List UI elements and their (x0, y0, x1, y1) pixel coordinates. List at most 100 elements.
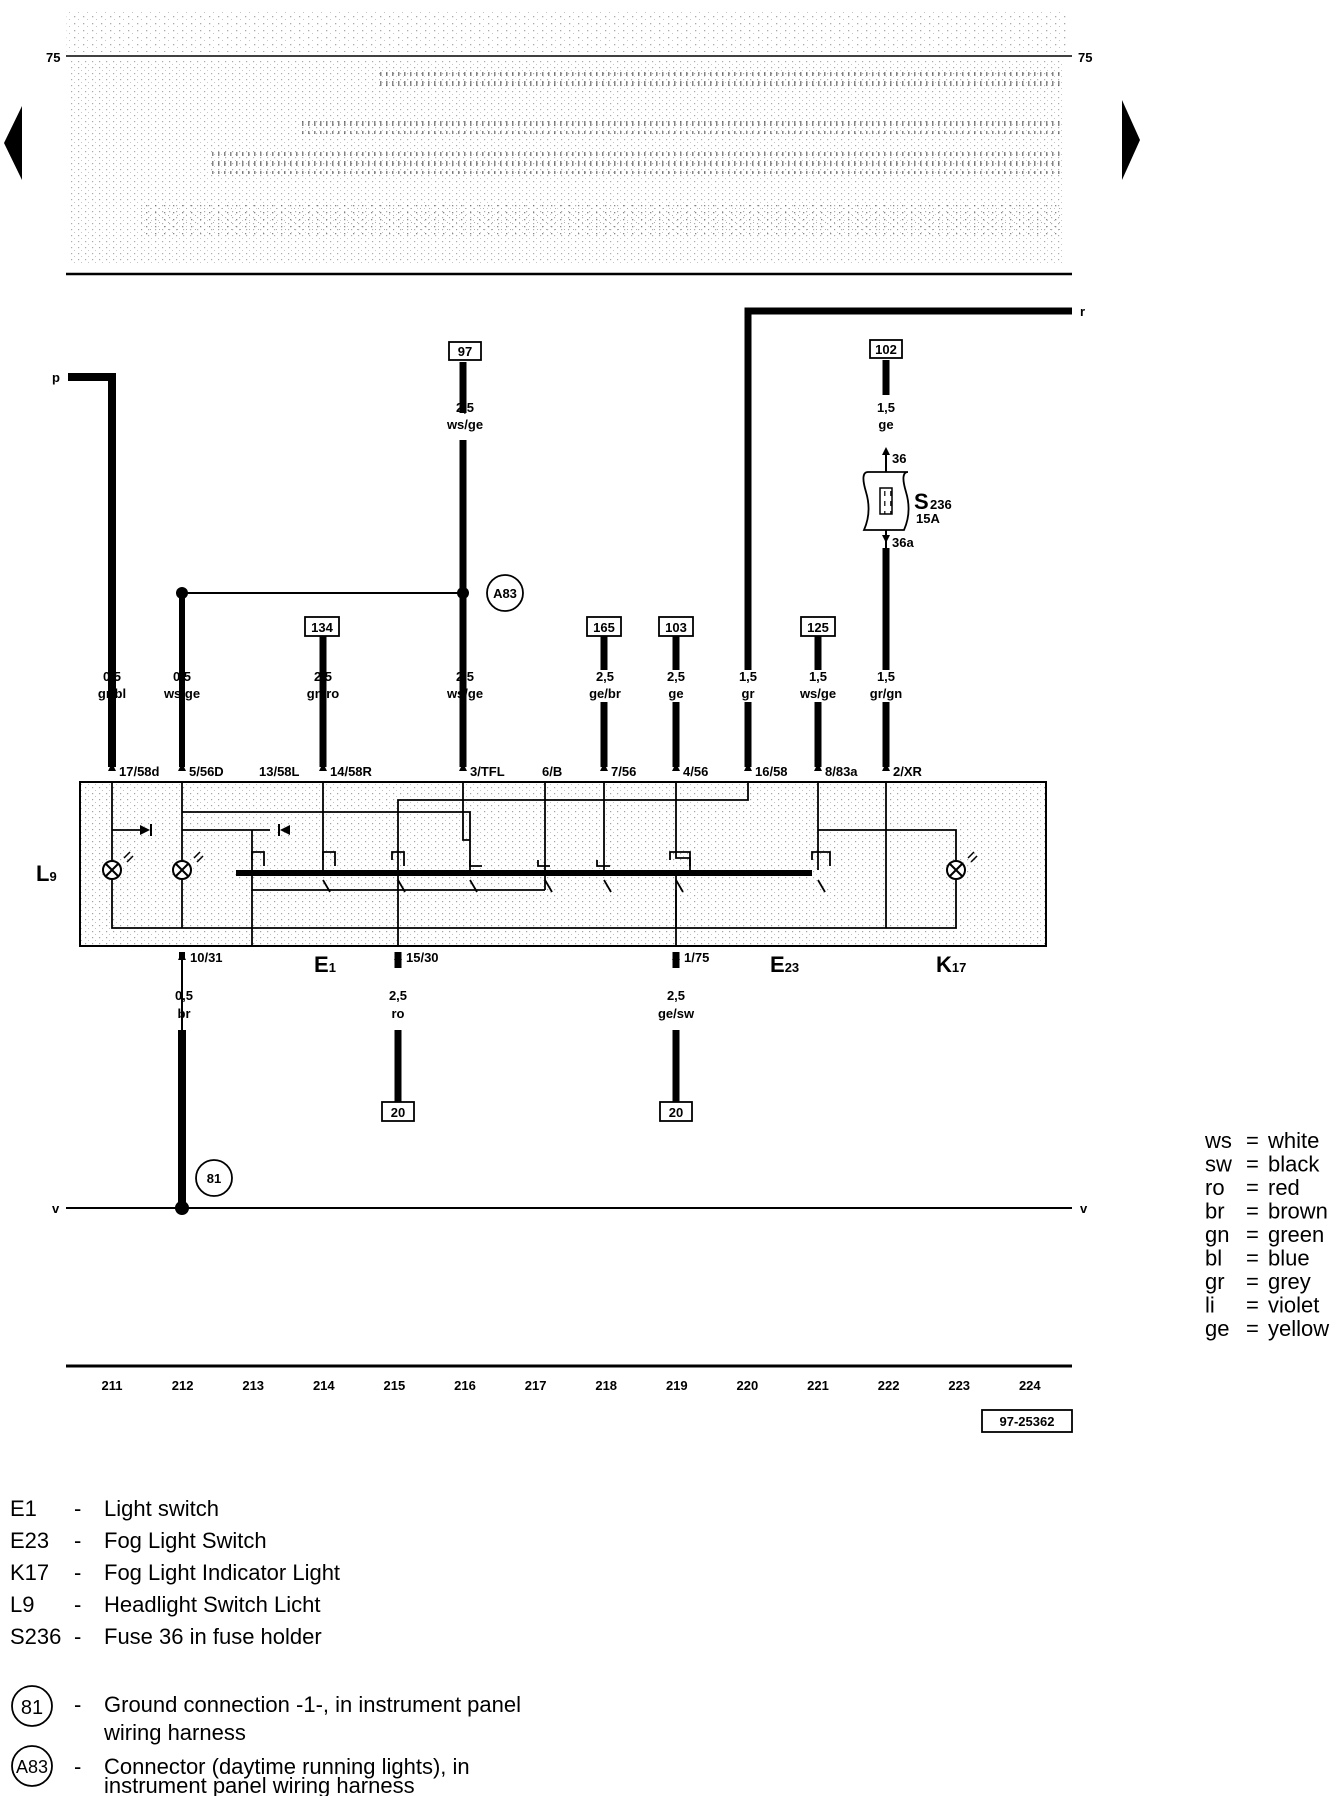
ref-box-165: 165 (593, 620, 615, 635)
fuse-label-sub: 236 (930, 497, 952, 512)
grid-number: 224 (1019, 1378, 1041, 1393)
color-legend-name: brown (1268, 1199, 1328, 1224)
pin-arrows (108, 763, 890, 960)
pin-label: 10/31 (190, 950, 223, 965)
color-legend-equals: = (1246, 1316, 1259, 1341)
lamp-icon (946, 860, 966, 880)
wire-size: 2,5 (667, 669, 685, 684)
color-legend-equals: = (1246, 1293, 1259, 1318)
pin-label: 4/56 (683, 764, 708, 779)
previous-page-arrow-icon[interactable] (4, 106, 22, 180)
wire-color: gr/bl (98, 686, 126, 701)
wire-size: 1,5 (739, 669, 757, 684)
reference-boxes (304, 339, 903, 1122)
color-legend-code: ge (1205, 1316, 1229, 1341)
page-number-left: 75 (46, 50, 60, 65)
legend-symbol-81: 81 (21, 1697, 43, 1719)
wires (66, 307, 1072, 1368)
legend-desc: Fog Light Switch (104, 1528, 267, 1553)
ground-81-symbol (195, 1159, 233, 1197)
color-legend-code: sw (1205, 1152, 1232, 1177)
pin-label: 2/XR (893, 764, 923, 779)
pin-label: 14/58R (330, 764, 373, 779)
color-legend-equals: = (1246, 1269, 1259, 1294)
wire-color: ro (392, 1006, 405, 1021)
ref-box-97: 97 (458, 344, 472, 359)
fuse-label-letter: S (914, 489, 929, 514)
color-legend-name: red (1268, 1175, 1300, 1200)
color-legend-equals: = (1246, 1128, 1259, 1153)
wire-color: gr/gn (870, 686, 903, 701)
wire-size: 2,5 (456, 400, 474, 415)
pin-label: 16/58 (755, 764, 788, 779)
color-legend-equals: = (1246, 1152, 1259, 1177)
rail-label-v-left: v (52, 1201, 60, 1216)
component-label-e1: E1 (314, 952, 336, 977)
wire-color: ge/br (589, 686, 621, 701)
legend-desc: Ground connection -1-, in instrument pan… (104, 1692, 521, 1717)
diode-icon (280, 825, 290, 835)
wire-size: 1,5 (877, 400, 895, 415)
legend-symbol-a83: A83 (16, 1757, 48, 1777)
color-legend-name: violet (1268, 1293, 1319, 1318)
ground-81-label: 81 (207, 1171, 221, 1186)
color-legend-name: white (1267, 1128, 1319, 1153)
color-legend-name: grey (1268, 1269, 1311, 1294)
color-legend-name: blue (1268, 1246, 1310, 1271)
pin-label: 13/58L (259, 764, 300, 779)
grid-number: 223 (948, 1378, 970, 1393)
color-legend-name: black (1268, 1152, 1320, 1177)
next-page-arrow-icon[interactable] (1122, 100, 1140, 180)
color-legend-name: yellow (1268, 1316, 1329, 1341)
pin-label: 15/30 (406, 950, 439, 965)
fuse-s236 (862, 447, 910, 548)
legend-code: S236 (10, 1624, 61, 1649)
legend-code: E1 (10, 1496, 37, 1521)
wire-size: 0,5 (103, 669, 121, 684)
legend-dash: - (74, 1754, 81, 1779)
pin-label: 1/75 (684, 950, 709, 965)
pin-label: 7/56 (611, 764, 636, 779)
junction-dot (175, 1201, 189, 1215)
legend-dash: - (74, 1692, 81, 1717)
junction-dot (457, 587, 469, 599)
lamp-icon (172, 860, 192, 880)
grid-number: 211 (102, 1378, 123, 1393)
component-label-k17: K17 (936, 952, 966, 977)
symbol-legend: 81 - Ground connection -1-, in instrumen… (11, 1685, 521, 1796)
legend-code: E23 (10, 1528, 49, 1553)
grid-number: 214 (313, 1378, 335, 1393)
ref-box-102: 102 (875, 342, 897, 357)
color-legend-code: gn (1205, 1222, 1229, 1247)
wire-size: 2,5 (667, 988, 685, 1003)
wire-size: 2,5 (596, 669, 614, 684)
junction-dot (176, 587, 188, 599)
wire-size: 2,5 (314, 669, 332, 684)
legend-dash: - (74, 1560, 81, 1585)
color-legend-equals: = (1246, 1175, 1259, 1200)
color-legend-code: li (1205, 1293, 1215, 1318)
wire-color: ws/ge (163, 686, 200, 701)
wire-color: ws/ge (799, 686, 836, 701)
fuse-pin-in: 36 (892, 451, 906, 466)
wire-color: ge (668, 686, 683, 701)
legend-desc: Fog Light Indicator Light (104, 1560, 340, 1585)
pin-label: 17/58d (119, 764, 160, 779)
wire-size: 0,5 (175, 988, 193, 1003)
wire-color: gr (742, 686, 755, 701)
wire-color: ws/ge (446, 686, 483, 701)
color-legend-code: br (1205, 1199, 1225, 1224)
grid-number: 222 (878, 1378, 900, 1393)
wire-color: ge (878, 417, 893, 432)
pin-label: 5/56D (189, 764, 224, 779)
color-legend-equals: = (1246, 1199, 1259, 1224)
legend-dash: - (74, 1528, 81, 1553)
color-legend-equals: = (1246, 1222, 1259, 1247)
grid-number: 213 (242, 1378, 264, 1393)
legend-desc: Headlight Switch Licht (104, 1592, 320, 1617)
legend-desc: Light switch (104, 1496, 219, 1521)
legend-code: L9 (10, 1592, 34, 1617)
legend-dash: - (74, 1592, 81, 1617)
grid-number: 217 (525, 1378, 547, 1393)
